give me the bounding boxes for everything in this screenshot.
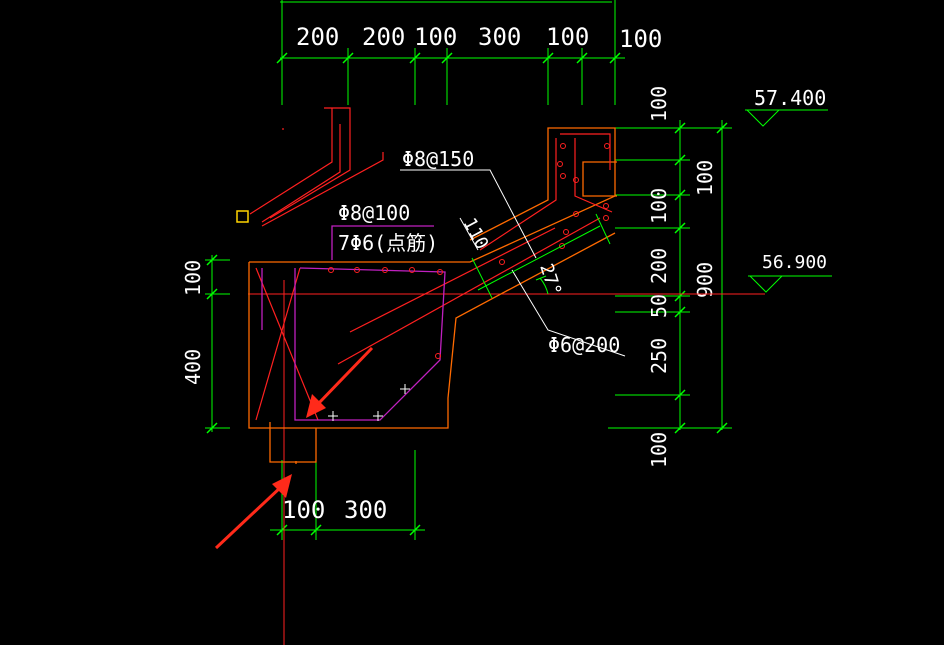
beam-outline <box>248 127 617 464</box>
slab-top-outline <box>249 127 616 263</box>
annotation-arrow-lower <box>214 484 284 550</box>
slab-top-rebar <box>479 138 557 251</box>
parapet-notch <box>582 161 617 197</box>
right-dim-label: 100 <box>693 160 717 196</box>
arrow-head-icon <box>306 394 326 418</box>
callout-leader-mid <box>331 225 434 260</box>
right-total-dim-label: 900 <box>693 262 717 298</box>
top-dim-label: 100 <box>414 23 457 51</box>
top-dim-label: 100 <box>619 25 662 53</box>
top-dimension-chain <box>276 0 625 105</box>
right-dim-label: 200 <box>647 248 671 284</box>
bottom-dimension-labels: 100 300 <box>282 496 387 524</box>
slope-dimension <box>471 213 611 299</box>
level-upper-label: 57.400 <box>754 86 826 110</box>
slab-bottom-rebar <box>349 227 556 333</box>
left-dimension-labels: 100 400 <box>181 260 205 385</box>
left-dimension-chain <box>205 254 230 434</box>
level-lower-label: 56.900 <box>762 252 827 273</box>
selection-marker <box>236 210 249 223</box>
slope-length-label: 110 <box>459 214 493 253</box>
right-dim-label: 250 <box>647 338 671 374</box>
top-dim-label: 100 <box>546 23 589 51</box>
upper-left-parapet <box>249 107 384 227</box>
leader-rebar-bottom <box>511 269 626 357</box>
right-dim-label: 100 <box>647 432 671 468</box>
bottom-drip <box>269 422 317 463</box>
bottom-dim-label: 100 <box>282 496 325 524</box>
annotation-arrow-upper <box>316 346 374 406</box>
point-crosses <box>328 384 410 421</box>
right-dim-label: 50 <box>647 294 671 318</box>
reference-lines <box>248 280 765 645</box>
right-dim-label: 100 <box>647 188 671 224</box>
bottom-dimension-chain <box>270 450 425 540</box>
level-marker-upper: 57.400 <box>745 86 828 127</box>
stirrups <box>261 225 446 421</box>
callout-leaders <box>400 169 626 357</box>
leader-rebar-top <box>400 169 537 259</box>
bottom-dim-label: 300 <box>344 496 387 524</box>
top-dim-label: 200 <box>362 23 405 51</box>
left-dim-label: 100 <box>181 260 205 296</box>
annotation-arrows <box>214 346 374 550</box>
beam-section-outline <box>248 232 616 429</box>
right-dim-label: 100 <box>647 86 671 122</box>
rebar-bottom-label: Φ6@200 <box>548 333 620 357</box>
arrow-head-icon <box>272 474 292 498</box>
top-dimension-labels: 200 200 100 300 100 100 <box>296 23 662 53</box>
right-dimension-labels: 100 100 100 200 50 250 100 900 <box>647 86 717 468</box>
top-dim-label: 200 <box>296 23 339 51</box>
top-dim-label: 300 <box>478 23 521 51</box>
main-stirrup <box>294 267 446 421</box>
rebar-dots <box>328 143 610 359</box>
parapet-stirrup <box>574 138 613 213</box>
slab-bottom-rebar-2 <box>337 217 601 365</box>
rebar-dist-label: 7Φ6(点筋) <box>338 231 438 255</box>
rebar-mid-label: Φ8@100 <box>338 201 410 225</box>
parapet-top-rebar <box>560 133 611 170</box>
angle-label: 27° <box>535 261 565 298</box>
left-dim-label: 400 <box>181 349 205 385</box>
rebar-top-label: Φ8@150 <box>402 147 474 171</box>
level-marker-lower: 56.900 <box>748 252 832 293</box>
rebar-lines <box>255 133 613 421</box>
right-dimension-chain <box>608 120 732 434</box>
